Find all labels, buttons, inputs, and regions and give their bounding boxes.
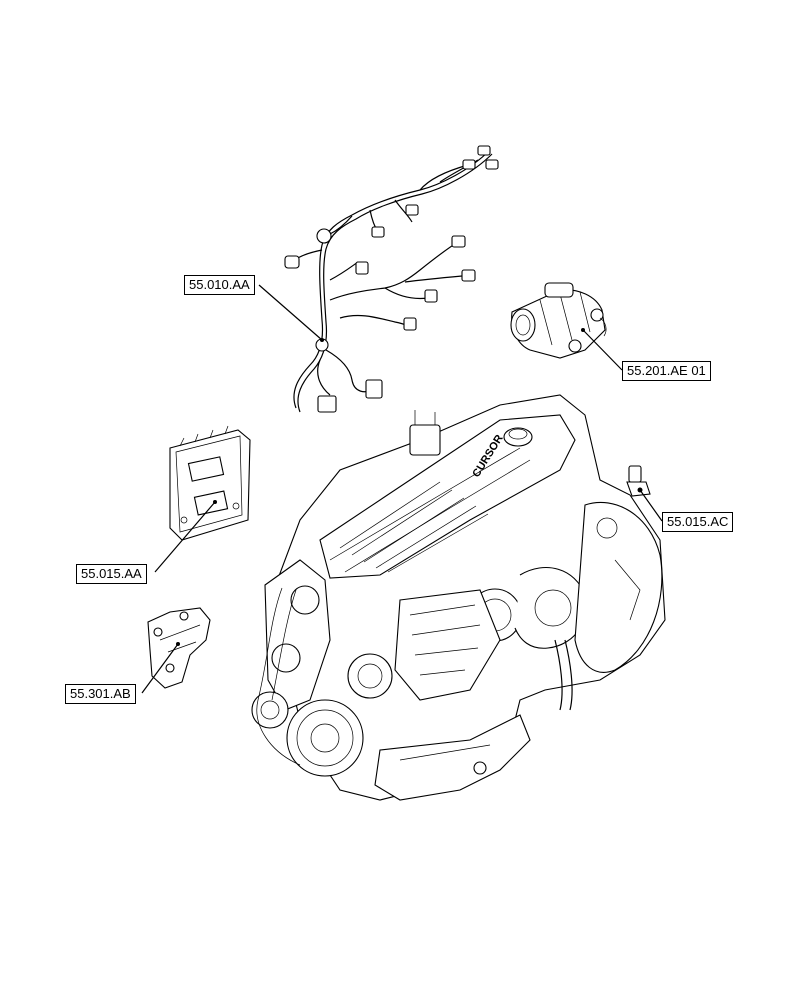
callout-starter-motor[interactable]: 55.201.AE 01 (622, 361, 711, 381)
bracket-drawing (147, 607, 211, 689)
wiring-harness-drawing (284, 145, 499, 413)
leader-lines (141, 284, 663, 694)
callout-wiring-harness[interactable]: 55.010.AA (184, 275, 255, 295)
callout-ecu[interactable]: 55.015.AA (76, 564, 147, 584)
ecu-drawing (169, 425, 251, 541)
sensor-drawing (626, 465, 651, 497)
callout-bracket[interactable]: 55.301.AB (65, 684, 136, 704)
callout-sensor[interactable]: 55.015.AC (662, 512, 734, 532)
starter-motor-drawing (510, 282, 607, 359)
engine-drawing: CURSOR (251, 394, 666, 801)
